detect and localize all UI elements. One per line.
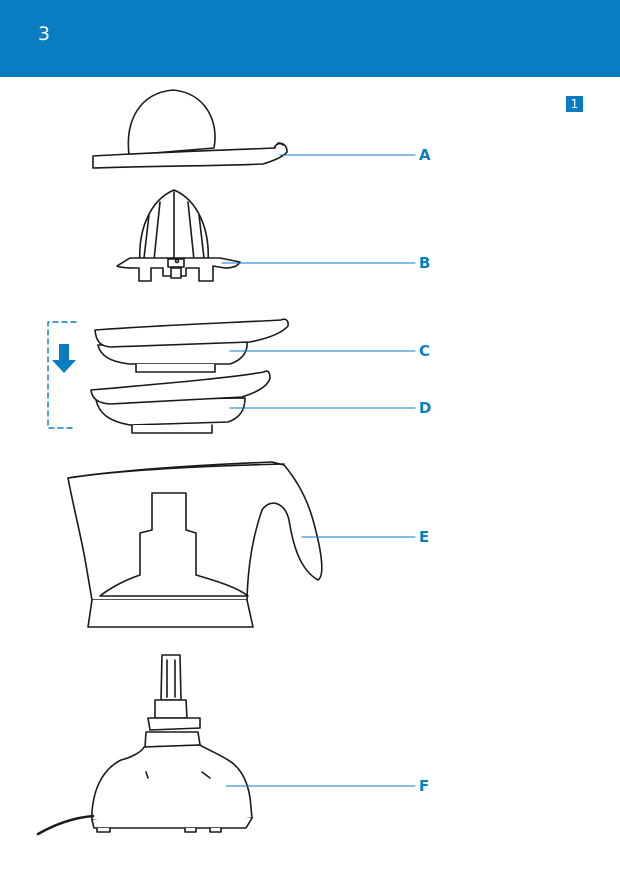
assembly-bracket (47, 321, 77, 429)
part-e-jug (67, 461, 323, 628)
part-c-strainer (94, 318, 289, 373)
part-label-b: B (419, 254, 431, 272)
part-d-pulp-container (90, 370, 271, 434)
page-number: 3 (38, 23, 51, 45)
part-f-motor-unit (36, 654, 253, 836)
part-a-dust-cover (92, 89, 288, 169)
figure-number-badge: 1 (566, 96, 583, 112)
part-b-cone (116, 189, 241, 282)
part-label-a: A (419, 146, 431, 164)
part-label-d: D (419, 399, 432, 417)
part-label-e: E (419, 528, 430, 546)
part-label-f: F (419, 777, 430, 795)
page-header: 3 (0, 0, 620, 77)
down-arrow-icon (52, 344, 76, 373)
leader-lines (221, 154, 416, 787)
part-label-c: C (419, 342, 431, 360)
